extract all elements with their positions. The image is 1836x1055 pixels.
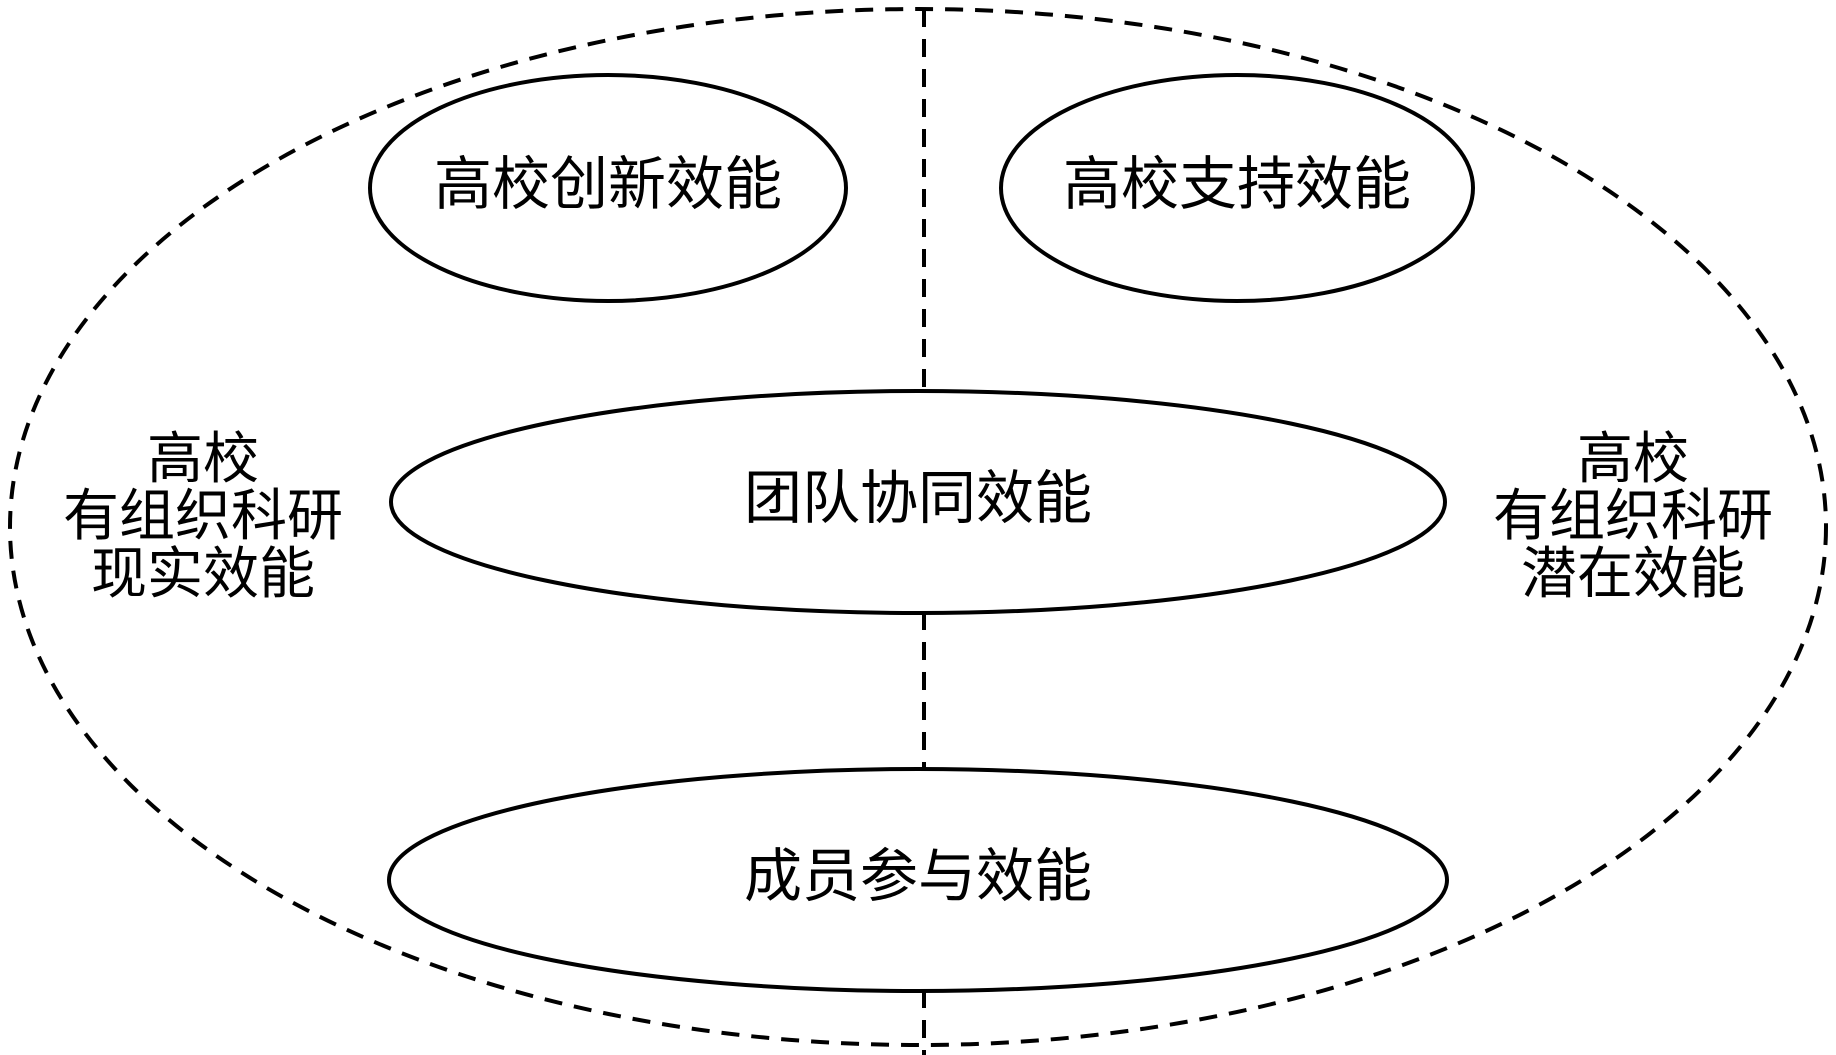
right-label-line-3: 潜在效能 [1521, 542, 1745, 607]
ellipse-team-collaboration [389, 389, 1447, 615]
ellipse-support-label: 高校支持效能 [1063, 150, 1411, 218]
right-label-line-1: 高校 [1577, 427, 1689, 492]
left-label-line-3: 现实效能 [91, 542, 315, 607]
ellipse-team-collaboration-label: 团队协同效能 [744, 464, 1092, 532]
left-label-line-1: 高校 [147, 427, 259, 492]
ellipse-support [999, 73, 1475, 303]
ellipse-innovation-label: 高校创新效能 [434, 150, 782, 218]
outer-dashed-ellipse [8, 7, 1828, 1047]
ellipse-innovation [368, 73, 848, 303]
right-label-line-2: 有组织科研 [1493, 484, 1773, 549]
left-label-line-2: 有组织科研 [63, 484, 343, 549]
ellipse-member-participation [387, 767, 1449, 993]
ellipse-member-participation-label: 成员参与效能 [744, 842, 1092, 910]
